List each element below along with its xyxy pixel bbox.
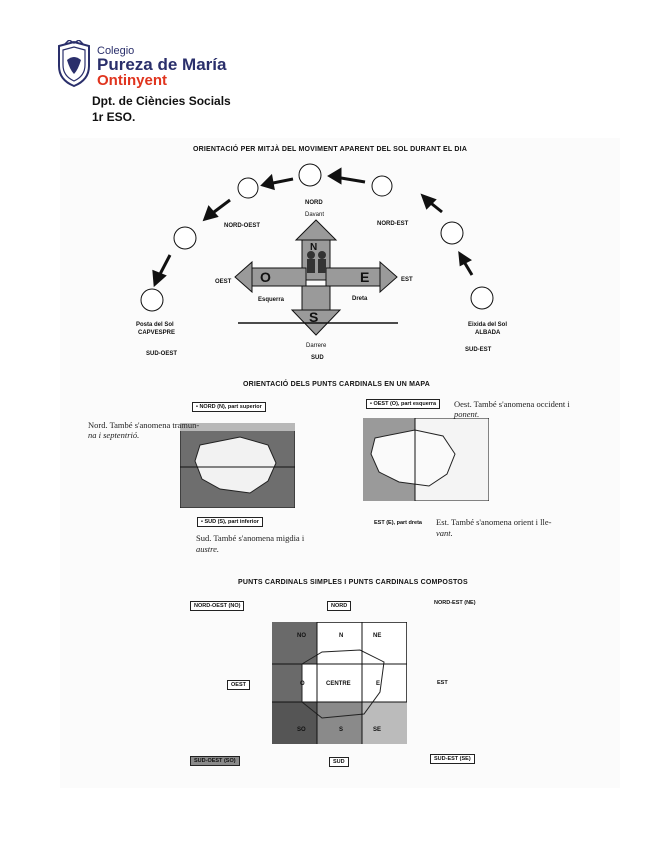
sun-icon — [470, 286, 494, 310]
box-sud-est: SUD-EST (SE) — [430, 754, 475, 764]
note-oest-line1: Oest. També s'anomena occident i — [454, 399, 570, 409]
compass-letter-o: O — [260, 269, 271, 285]
department-title: Dpt. de Ciències Socials — [92, 94, 231, 108]
map-iberia-north-south — [180, 423, 295, 508]
sun-icon — [237, 177, 259, 199]
grid-cell-s: S — [339, 727, 344, 733]
grid-cell-n: N — [339, 633, 344, 639]
sun-icon — [371, 175, 393, 197]
box-oest-part-esquerra: • OEST (O), part esquerra — [366, 399, 441, 409]
sun-icon — [173, 226, 197, 250]
note-nord-line1: Nord. També s'anomena tramun- — [88, 420, 200, 430]
label-est: EST — [401, 277, 413, 283]
note-nord-line2: na i septentrió. — [88, 430, 140, 440]
box-sud: SUD — [329, 757, 349, 767]
box-nord-part-superior: • NORD (N), part superior — [192, 402, 266, 412]
section3-title: PUNTS CARDINALS SIMPLES I PUNTS CARDINAL… — [238, 579, 468, 586]
grid-cell-so: SO — [297, 727, 306, 733]
label-est-compass: EST — [437, 680, 448, 686]
note-est-line2: vant. — [436, 528, 453, 538]
grid-cell-e: E — [376, 681, 381, 687]
box-sud-oest: SUD-OEST (SO) — [190, 756, 240, 766]
school-crest-logo — [58, 40, 90, 88]
logo-city-name: Ontinyent — [97, 72, 167, 89]
box-nord-oest: NORD-OEST (NO) — [190, 601, 245, 611]
grid-cell-o: O — [300, 681, 305, 687]
label-albada: ALBADA — [475, 330, 501, 336]
grid-cell-se: SE — [373, 727, 382, 733]
label-sud-est: SUD-EST — [465, 347, 492, 353]
sun-icon — [140, 288, 164, 312]
label-eixida-sol: Eixida del Sol — [468, 322, 508, 328]
label-oest: OEST — [215, 279, 232, 285]
compass-letter-n: N — [310, 242, 317, 253]
label-nord: NORD — [305, 200, 323, 206]
logo-colegio-text: Colegio — [97, 45, 135, 57]
note-sud-line1: Sud. També s'anomena migdia i — [196, 533, 305, 543]
label-nord-est-ne: NORD-EST (NE) — [434, 600, 476, 606]
label-posta-sol: Posta del Sol — [136, 322, 174, 328]
label-davant: Davant — [305, 212, 325, 218]
box-oest: OEST — [227, 680, 250, 690]
grid-cell-ne: NE — [373, 633, 382, 639]
map-compass-grid — [272, 622, 407, 744]
note-est-line1: Est. També s'anomena orient i lle- — [436, 517, 552, 527]
course-title: 1r ESO. — [92, 110, 136, 124]
logo-school-name: Pureza de María — [97, 55, 227, 74]
label-sud: SUD — [311, 355, 324, 361]
compass-letter-e: E — [360, 269, 369, 285]
label-nord-est: NORD-EST — [377, 221, 409, 227]
label-dreta: Dreta — [352, 296, 368, 302]
label-sud-oest: SUD-OEST — [146, 351, 178, 357]
map-iberia-east-west — [363, 418, 489, 501]
note-oest-line2: ponent. — [454, 409, 480, 419]
section1-title: ORIENTACIÓ PER MITJÀ DEL MOVIMENT APAREN… — [193, 146, 468, 153]
grid-cell-no: NO — [297, 633, 306, 639]
grid-cell-centre: CENTRE — [326, 681, 351, 687]
note-sud-line2: austre. — [196, 544, 220, 554]
sun-icon — [440, 221, 464, 245]
label-esquerra: Esquerra — [258, 297, 285, 303]
label-capvespre: CAPVESPRE — [138, 330, 176, 336]
label-nord-oest: NORD-OEST — [224, 223, 260, 229]
compass-letter-s: S — [309, 309, 318, 325]
box-sud-part-inferior: • SUD (S), part inferior — [197, 517, 263, 527]
sun-icon — [298, 163, 322, 187]
box-nord: NORD — [327, 601, 352, 611]
section2-title: ORIENTACIÓ DELS PUNTS CARDINALS EN UN MA… — [243, 381, 431, 388]
label-est-part-dreta: EST (E), part dreta — [374, 520, 422, 526]
sun-path-diagram: N S O E — [140, 163, 494, 336]
label-darrere: Darrere — [306, 343, 327, 349]
